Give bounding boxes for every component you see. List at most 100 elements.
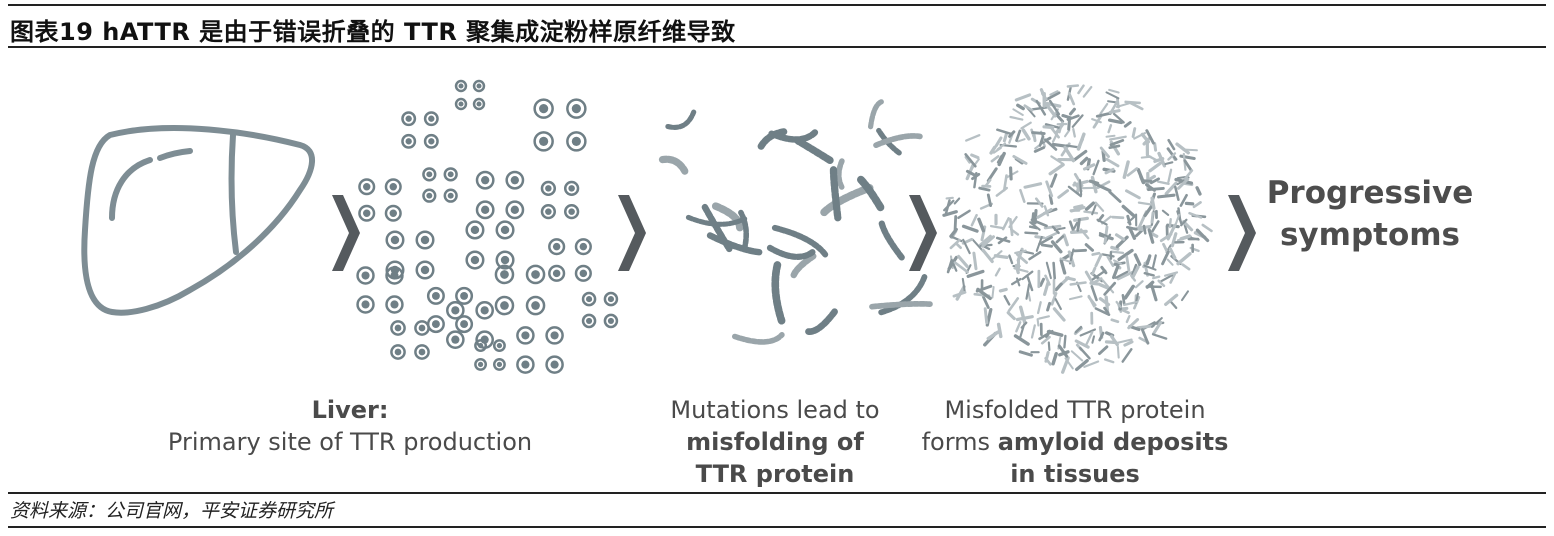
ttr-subunit [545, 326, 564, 345]
fibril-strand [1174, 185, 1180, 201]
fibril-strand [971, 172, 981, 181]
fibril-strand [1107, 124, 1113, 134]
fibril-strand [1176, 177, 1190, 190]
fibril-strand [1015, 252, 1029, 265]
fibril-strand [1091, 118, 1102, 124]
fibril-strand [983, 307, 989, 325]
fibril-strand [1134, 280, 1144, 289]
fibril-strand [1168, 247, 1177, 260]
fibril-strand [1091, 266, 1097, 276]
fibril-strand [1012, 108, 1024, 117]
fibril-strand [1058, 121, 1064, 134]
fibril-strand [996, 154, 1003, 164]
fibril-strand [1088, 179, 1100, 186]
fibril-strand [970, 153, 980, 160]
fibril-strand [1013, 267, 1029, 273]
fibril-strand [1084, 270, 1094, 285]
fibril-strand [989, 224, 1004, 230]
misfolded-monomer [829, 166, 842, 222]
misfolded-monomer [804, 308, 838, 335]
fibril-strand [1071, 114, 1084, 128]
fibril-strand [1015, 315, 1034, 322]
ttr-subunit [516, 355, 535, 374]
arrow-icon [909, 195, 937, 271]
fibril-strand [1110, 318, 1120, 324]
fibril-strand [1145, 154, 1158, 162]
ttr-subunit [446, 301, 465, 320]
fibril-strand [1183, 224, 1189, 234]
fibril-strand [1016, 103, 1025, 111]
fibril-strand [1128, 226, 1137, 240]
fibril-strand [1020, 321, 1028, 329]
top-rule [8, 4, 1546, 6]
fibril-strand [1058, 350, 1070, 357]
arrow-icon [618, 195, 646, 271]
fibril-strand [1001, 217, 1010, 231]
fibril-strand [1156, 180, 1170, 185]
fibril-strand [1166, 147, 1178, 161]
fibril-strand [1008, 130, 1016, 138]
fibril-strand [1044, 274, 1051, 286]
fibril-strand [1121, 293, 1126, 306]
fibril-strand [1031, 131, 1046, 136]
fibril-strand [1011, 277, 1022, 286]
ttr-subunit [385, 266, 404, 285]
fibril-strand [1035, 99, 1047, 116]
fibril-strand [996, 128, 1013, 136]
fibril-strand [1114, 233, 1126, 241]
ttr-subunit [422, 167, 437, 182]
fibril-strand [1115, 300, 1122, 309]
fibril-strand [982, 295, 990, 309]
fibril-strand [1112, 264, 1120, 280]
fibril-strand [986, 193, 993, 208]
fibril-strand [1067, 185, 1082, 198]
fibril-strand [1043, 280, 1050, 296]
fibril-strand [1009, 228, 1020, 236]
fibril-strand [1170, 232, 1178, 248]
fibril-strand [1049, 90, 1059, 96]
ttr-subunit [563, 203, 580, 220]
fibril-strand [1032, 132, 1037, 143]
fibril-strand [1152, 320, 1163, 336]
fibril-strand [1091, 204, 1097, 216]
ttr-subunit [548, 238, 566, 256]
source-rule-top [8, 492, 1546, 494]
fibril-strand [1061, 113, 1073, 120]
fibril-strand [1021, 128, 1031, 141]
fibril-strand [1149, 220, 1160, 235]
fibril-strand [1062, 233, 1069, 247]
title-underline [8, 46, 1546, 48]
fibril-strand [1109, 135, 1127, 141]
fibril-strand [1045, 180, 1054, 198]
fibril-strand [1152, 275, 1161, 280]
fibril-strand [1075, 358, 1089, 372]
fibril-strand [1050, 155, 1065, 166]
fibril-strand [1051, 133, 1058, 143]
ttr-subunit [454, 97, 468, 111]
misfolded-monomer [878, 220, 905, 261]
fibril-strand [1036, 318, 1040, 327]
fibril-strand [1014, 249, 1027, 255]
misfolding-caption-text: Mutations lead to [670, 396, 880, 424]
fibril-strand [1054, 298, 1062, 311]
fibril-strand [1048, 99, 1061, 116]
fibril-strand [1104, 167, 1115, 175]
ttr-subunit [465, 250, 485, 270]
fibril-strand [1130, 274, 1137, 282]
fibril-strand [1030, 324, 1036, 339]
fibril-strand [1113, 259, 1123, 265]
fibril-strand [994, 136, 1003, 148]
fibril-strand [1183, 159, 1193, 172]
ttr-subunit [356, 295, 375, 314]
liver-caption: Liver: Primary site of TTR production [150, 394, 550, 458]
fibril-strand [970, 213, 978, 227]
misfolded-monomer [790, 252, 817, 279]
fibril-strand [986, 167, 998, 183]
fibril-strand [1192, 201, 1202, 209]
fibril-strand [1115, 235, 1129, 249]
misfolded-monomer [658, 155, 689, 175]
fibril-strand [1126, 214, 1132, 226]
fibril-strand [1038, 329, 1054, 341]
ttr-subunit [474, 339, 488, 353]
fibril-strand [1057, 189, 1070, 199]
